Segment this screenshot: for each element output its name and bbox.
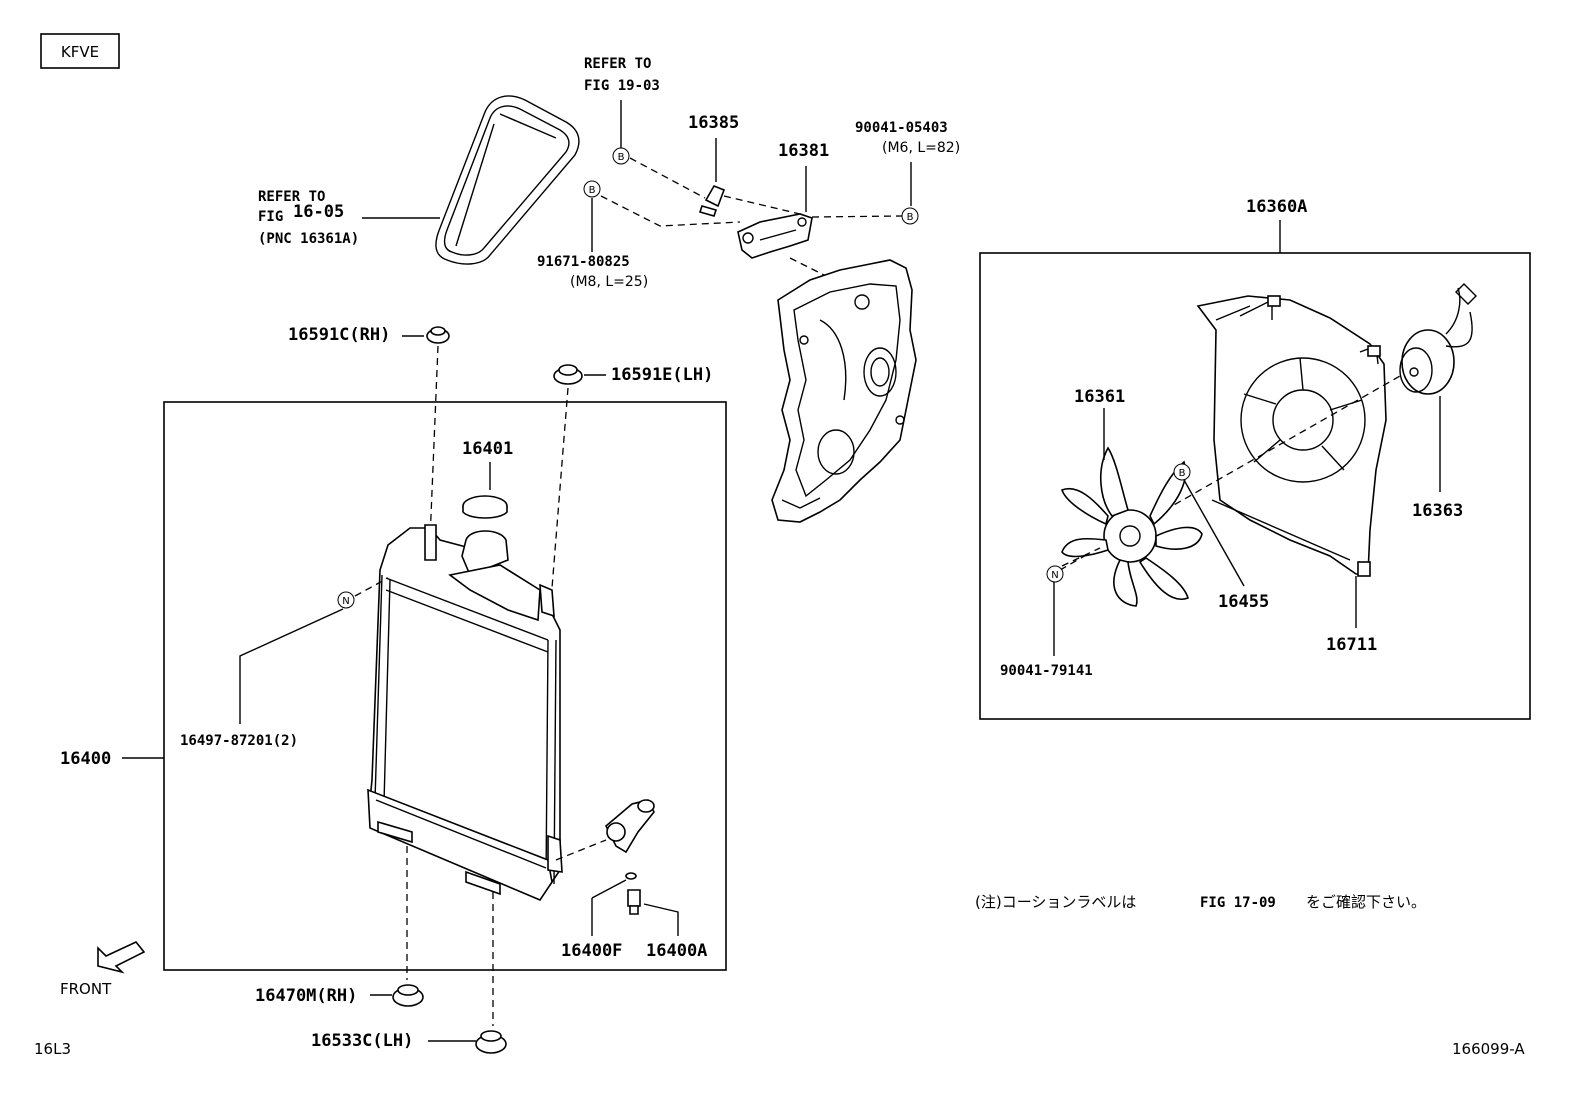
callout-n-2: N — [1046, 565, 1064, 583]
callout-b-4-letter: B — [1179, 468, 1186, 479]
bolt-16385-drawing — [698, 184, 726, 217]
engine-code-box: KFVE — [40, 33, 120, 69]
label-16381: 16381 — [778, 141, 829, 161]
label-16591e: 16591E(LH) — [611, 365, 713, 385]
note-suffix: をご確認下さい。 — [1306, 893, 1426, 911]
refer-16-05-pnc: (PNC 16361A) — [258, 231, 359, 247]
dash-b-91671 — [600, 195, 741, 227]
label-16363: 16363 — [1412, 501, 1463, 521]
label-16401: 16401 — [462, 439, 513, 459]
callout-b-2-letter: B — [589, 185, 596, 196]
callout-n-1-letter: N — [342, 596, 349, 607]
dash-bracket-cover — [789, 257, 831, 279]
dash-n-radiator — [354, 577, 389, 597]
code-left: 16L3 — [34, 1040, 71, 1058]
leader-16400a — [643, 903, 679, 936]
radiator-cap-drawing — [462, 495, 508, 519]
timing-cover-drawing — [771, 259, 917, 523]
label-91671-80825-spec: (M8, L=25) — [570, 274, 648, 290]
callout-b-1-letter: B — [618, 152, 625, 163]
radiator-group-box — [163, 401, 727, 971]
fan-shroud-drawing — [1196, 295, 1387, 577]
refer-19-03-line1: REFER TO — [584, 56, 651, 72]
radiator-drawing — [367, 524, 563, 901]
label-16533c: 16533C(LH) — [311, 1031, 413, 1051]
label-16711: 16711 — [1326, 635, 1377, 655]
grommet-16533c-drawing — [475, 1030, 507, 1054]
dash-b-90041 — [811, 215, 903, 218]
label-16400a: 16400A — [646, 941, 707, 961]
fan-motor-16363-drawing — [1399, 283, 1477, 395]
grommet-16591e-drawing — [553, 364, 583, 385]
v-belt-drawing — [435, 95, 580, 265]
refer-19-03-line2: FIG 19-03 — [584, 78, 660, 94]
label-16400f: 16400F — [561, 941, 622, 961]
label-16361: 16361 — [1074, 387, 1125, 407]
refer-16-05-fig: FIG — [258, 209, 283, 225]
label-90041-05403: 90041-05403 — [855, 120, 948, 136]
drain-plug-16400a-drawing — [627, 889, 641, 915]
label-16385: 16385 — [688, 113, 739, 133]
dash-drain-cock — [555, 839, 607, 861]
leader-16400f — [591, 879, 627, 899]
dash-16591e — [551, 387, 569, 589]
callout-b-3: B — [901, 207, 919, 225]
label-16470m: 16470M(RH) — [255, 986, 357, 1006]
engine-code: KFVE — [61, 43, 99, 61]
note-fig: FIG 17-09 — [1200, 895, 1276, 911]
leader-16497 — [239, 608, 344, 724]
code-right: 166099-A — [1452, 1040, 1525, 1058]
callout-b-4: B — [1173, 463, 1191, 481]
label-90041-79141: 90041-79141 — [1000, 663, 1093, 679]
label-16360a: 16360A — [1246, 197, 1307, 217]
callout-n-2-letter: N — [1051, 570, 1058, 581]
grommet-16470m-drawing — [392, 984, 424, 1007]
callout-b-2: B — [583, 180, 601, 198]
front-label: FRONT — [60, 980, 112, 998]
front-arrow-icon — [97, 941, 146, 974]
bracket-16381-drawing — [737, 213, 813, 259]
label-16591c: 16591C(RH) — [288, 325, 390, 345]
dash-b-16385 — [629, 157, 706, 199]
dash-16591c — [429, 345, 439, 541]
callout-b-3-letter: B — [907, 212, 914, 223]
callout-n-1: N — [337, 591, 355, 609]
leader-16455 — [1183, 479, 1245, 587]
label-90041-05403-spec: (M6, L=82) — [882, 140, 960, 156]
note-prefix: (注)コーションラベルは — [975, 893, 1136, 911]
drain-cock-16400f-drawing — [605, 799, 655, 880]
callout-b-1: B — [612, 147, 630, 165]
grommet-16591c-drawing — [426, 326, 450, 344]
dash-16385-16381 — [723, 195, 801, 215]
label-91671-80825: 91671-80825 — [537, 254, 630, 270]
label-16400: 16400 — [60, 749, 111, 769]
refer-16-05-number: 16-05 — [293, 202, 344, 222]
fan-group-box — [979, 252, 1531, 720]
refer-16-05-line1: REFER TO — [258, 189, 325, 205]
label-16497: 16497-87201(2) — [180, 733, 298, 749]
label-16455: 16455 — [1218, 592, 1269, 612]
